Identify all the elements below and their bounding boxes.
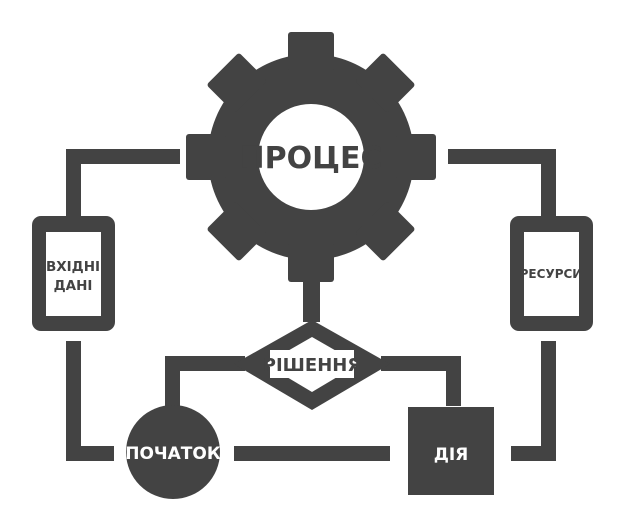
connector-input-to-start-h bbox=[66, 446, 114, 461]
input-panel-inner bbox=[46, 232, 101, 316]
square-icon bbox=[408, 407, 494, 495]
process-gear: ПРОЦЕС bbox=[186, 32, 436, 282]
connector-gear-to-decision bbox=[303, 272, 320, 322]
connector-resources-to-action-h bbox=[511, 446, 556, 461]
decision-shape: РІШЕННЯ bbox=[234, 320, 390, 410]
connector-start-to-action bbox=[234, 446, 390, 461]
connector-resources-to-action-v bbox=[541, 341, 556, 461]
resources-panel: РЕСУРСИ bbox=[510, 216, 593, 331]
action-label: ДІЯ bbox=[434, 445, 469, 465]
connectors bbox=[66, 149, 556, 461]
connector-gear-to-resources-h bbox=[448, 149, 556, 164]
resources-label: РЕСУРСИ bbox=[520, 267, 583, 281]
connector-gear-to-input-v bbox=[66, 149, 81, 218]
connector-decision-to-action-v bbox=[446, 356, 461, 406]
action-shape: ДІЯ bbox=[408, 407, 494, 495]
start-shape: ПОЧАТОК bbox=[125, 405, 221, 499]
circle-icon bbox=[126, 405, 220, 499]
connector-input-to-start-v bbox=[66, 341, 81, 461]
input-panel: ВХІДНІ ДАНІ bbox=[32, 216, 115, 331]
gear-icon bbox=[186, 32, 436, 282]
resources-panel-inner bbox=[524, 232, 579, 316]
decision-label: РІШЕННЯ bbox=[263, 355, 361, 376]
process-label: ПРОЦЕС bbox=[240, 141, 383, 176]
input-label-line1: ВХІДНІ bbox=[46, 259, 100, 275]
connector-decision-to-start-h bbox=[165, 356, 245, 371]
connector-gear-to-input-h bbox=[66, 149, 180, 164]
connector-decision-to-action-h bbox=[381, 356, 461, 371]
start-label: ПОЧАТОК bbox=[125, 444, 221, 464]
connector-gear-to-resources-v bbox=[541, 149, 556, 218]
connector-decision-to-start-v bbox=[165, 356, 180, 408]
decision-label-bg bbox=[270, 350, 354, 378]
input-label-line2: ДАНІ bbox=[54, 278, 93, 294]
